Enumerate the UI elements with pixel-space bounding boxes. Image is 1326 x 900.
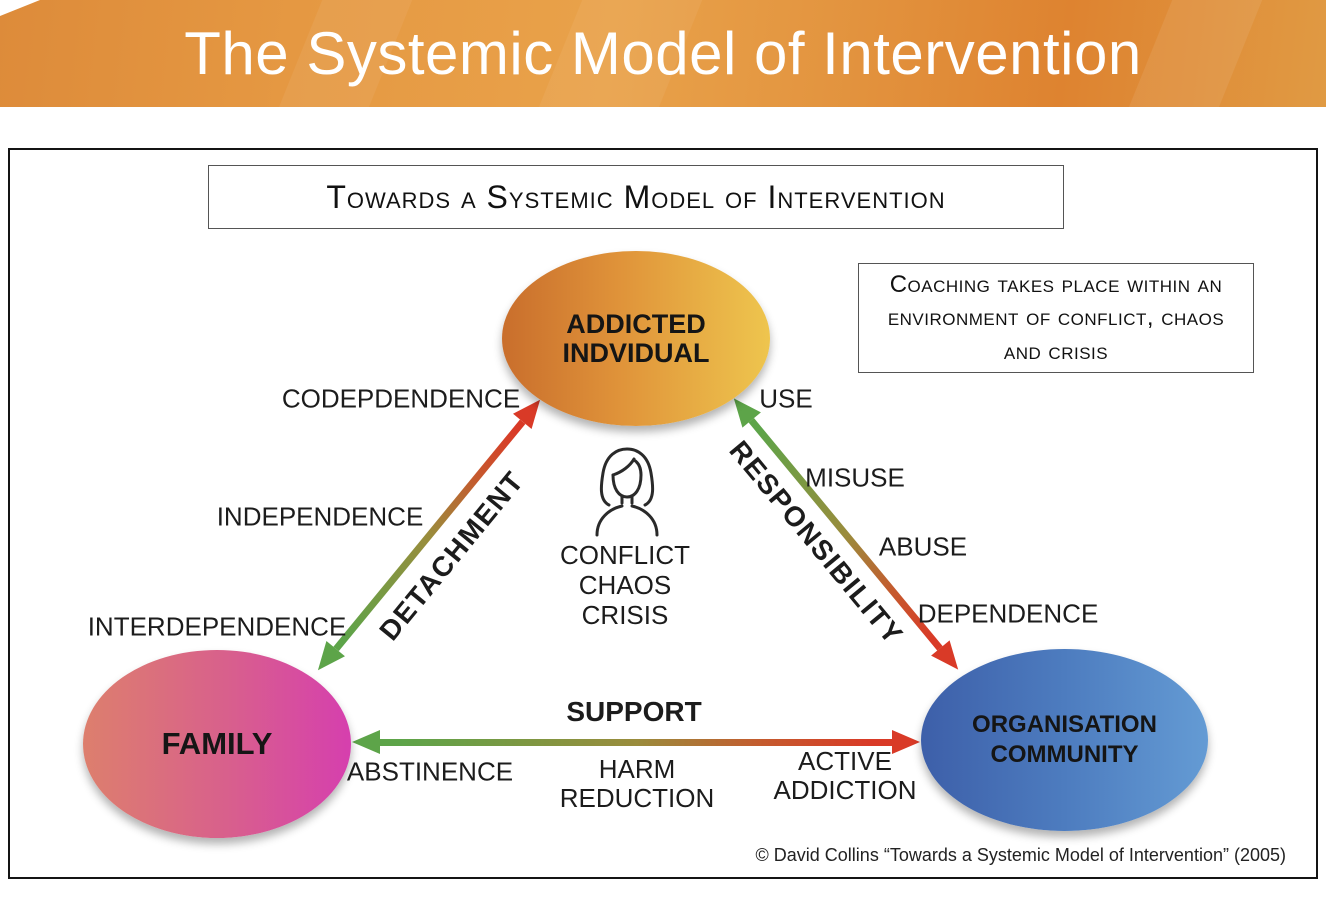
- diagram-title-box: Towards a Systemic Model of Intervention: [208, 165, 1064, 229]
- node-label: ORGANISATION: [972, 711, 1157, 738]
- node-addicted-individual: ADDICTED INDVIDUAL: [502, 251, 770, 426]
- node-family: FAMILY: [83, 650, 351, 838]
- node-label: FAMILY: [161, 726, 273, 761]
- level-abstinence: ABSTINENCE: [346, 756, 514, 787]
- level-use: USE: [759, 383, 813, 414]
- center-line: CONFLICT: [560, 540, 690, 570]
- person-icon: [595, 447, 659, 537]
- coaching-note: Coaching takes place within an environme…: [887, 270, 1225, 365]
- level-codependence: CODEPDENDENCE: [281, 383, 521, 414]
- arrowhead-green-icon: [352, 730, 380, 754]
- node-label: COMMUNITY: [990, 741, 1139, 768]
- level-harm-reduction: HARM REDUCTION: [559, 754, 715, 813]
- arrow-shaft: [380, 738, 892, 746]
- node-organisation-community: ORGANISATION COMMUNITY: [921, 649, 1208, 831]
- node-label: ADDICTED: [566, 308, 706, 339]
- center-crisis-text: CONFLICT CHAOS CRISIS: [560, 540, 690, 630]
- level-abuse: ABUSE: [878, 531, 968, 562]
- diagram-title: Towards a Systemic Model of Intervention: [326, 178, 946, 215]
- center-line: CHAOS: [578, 570, 672, 600]
- support-arrow: [352, 729, 920, 755]
- copyright-text: © David Collins “Towards a Systemic Mode…: [755, 845, 1286, 865]
- center-line: CRISIS: [581, 600, 669, 630]
- level-interdependence: INTERDEPENDENCE: [87, 611, 347, 642]
- level-independence: INDEPENDENCE: [216, 501, 424, 532]
- node-label: INDVIDUAL: [562, 337, 710, 368]
- arrowhead-red-icon: [892, 730, 920, 754]
- page-title: The Systemic Model of Intervention: [184, 20, 1142, 87]
- header-banner: The Systemic Model of Intervention: [0, 0, 1326, 120]
- support-axis-label: SUPPORT: [566, 696, 702, 727]
- coaching-note-box: Coaching takes place within an environme…: [858, 263, 1254, 373]
- level-misuse: MISUSE: [805, 462, 905, 493]
- level-dependence: DEPENDENCE: [917, 598, 1099, 629]
- level-active-addiction: ACTIVE ADDICTION: [773, 746, 917, 805]
